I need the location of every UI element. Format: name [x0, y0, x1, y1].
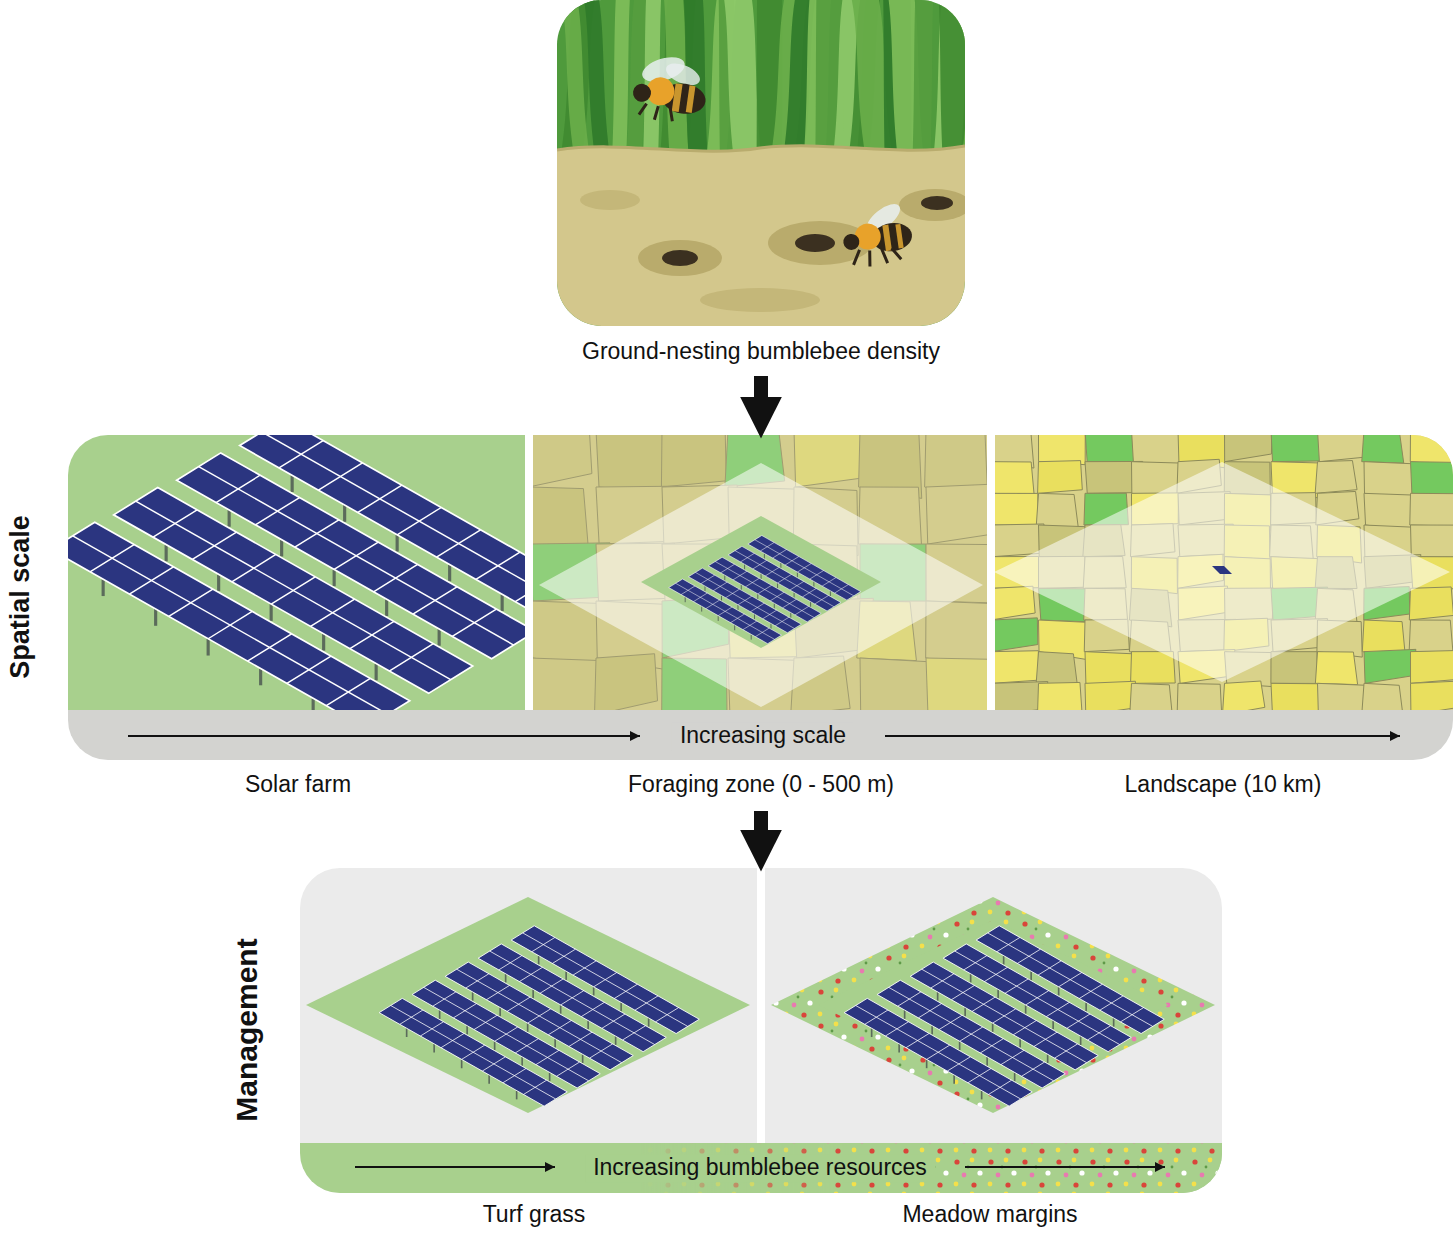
caption-label: Turf grass — [483, 1201, 586, 1229]
flow-arrow — [754, 811, 768, 838]
scale-bar — [68, 710, 1453, 760]
scale-bar: Increasing scale — [68, 710, 1453, 760]
management-band: Turf grass Meadow margins Increasing bumbl… — [220, 868, 1230, 1234]
caption-label: Solar farm — [245, 771, 351, 799]
bee-scene — [557, 0, 965, 326]
caption-label: Landscape (10 km) — [1125, 771, 1322, 799]
side-heading: Management — [229, 938, 265, 1121]
caption-label: Foraging zone (0 - 500 m) — [628, 771, 894, 799]
scale-band: Solar farm Foraging zone (0 - 500 m) Lands… — [0, 435, 1456, 805]
caption-label: Increasing scale — [672, 722, 854, 750]
map-panel: Landscape (10 km) — [995, 435, 1453, 805]
illustration-box: Ground-nesting bumblebee density — [557, 0, 965, 370]
foraging-map — [533, 435, 987, 710]
management-panels — [300, 868, 1222, 1193]
landscape-map — [995, 435, 1453, 710]
flow-arrow — [754, 376, 768, 405]
solar-farm-panel — [68, 435, 525, 710]
side-heading: Spatial scale — [4, 515, 36, 679]
resource-bar: Increasing bumblebee resources — [300, 1143, 1222, 1193]
map-panel: Solar farm — [68, 435, 525, 805]
caption-label: Increasing bumblebee resources — [585, 1154, 935, 1182]
caption-label: Ground-nesting bumblebee density — [582, 338, 940, 366]
caption-label: Meadow margins — [902, 1201, 1077, 1229]
